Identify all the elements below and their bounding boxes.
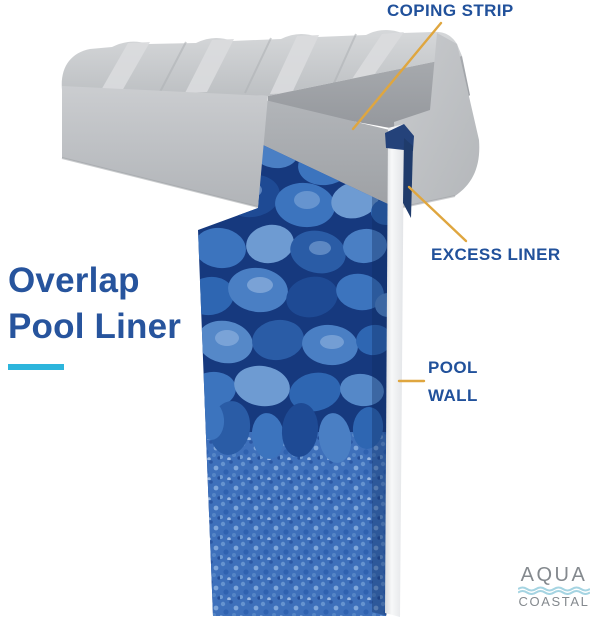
coping-leader-line [351, 21, 443, 131]
title-line2: Pool Liner [8, 307, 182, 346]
coping-strip-graphic [61, 29, 480, 209]
coping-front-face [62, 86, 268, 207]
coping-strip-label: COPING STRIP [387, 1, 514, 20]
logo-aqua-text: AQUA [520, 564, 588, 586]
logo-coastal-text: COASTAL [518, 594, 590, 609]
page-title: Overlap Pool Liner [8, 258, 181, 350]
pool-wall-graphic [385, 124, 404, 617]
brand-logo: AQUA COASTAL [514, 565, 594, 609]
logo-wave-icon [518, 586, 590, 595]
excess-liner-graphic [385, 124, 414, 218]
title-underline [8, 364, 64, 370]
leader-lines [351, 21, 468, 383]
excess-liner-label: EXCESS LINER [431, 245, 561, 264]
pool-wall-label-line1: POOL [428, 358, 478, 377]
title-line1: Overlap [8, 261, 140, 300]
pool-wall-label: POOL WALL [428, 354, 478, 410]
pool-wall-label-line2: WALL [428, 386, 478, 405]
excess-leader-line [407, 185, 468, 243]
